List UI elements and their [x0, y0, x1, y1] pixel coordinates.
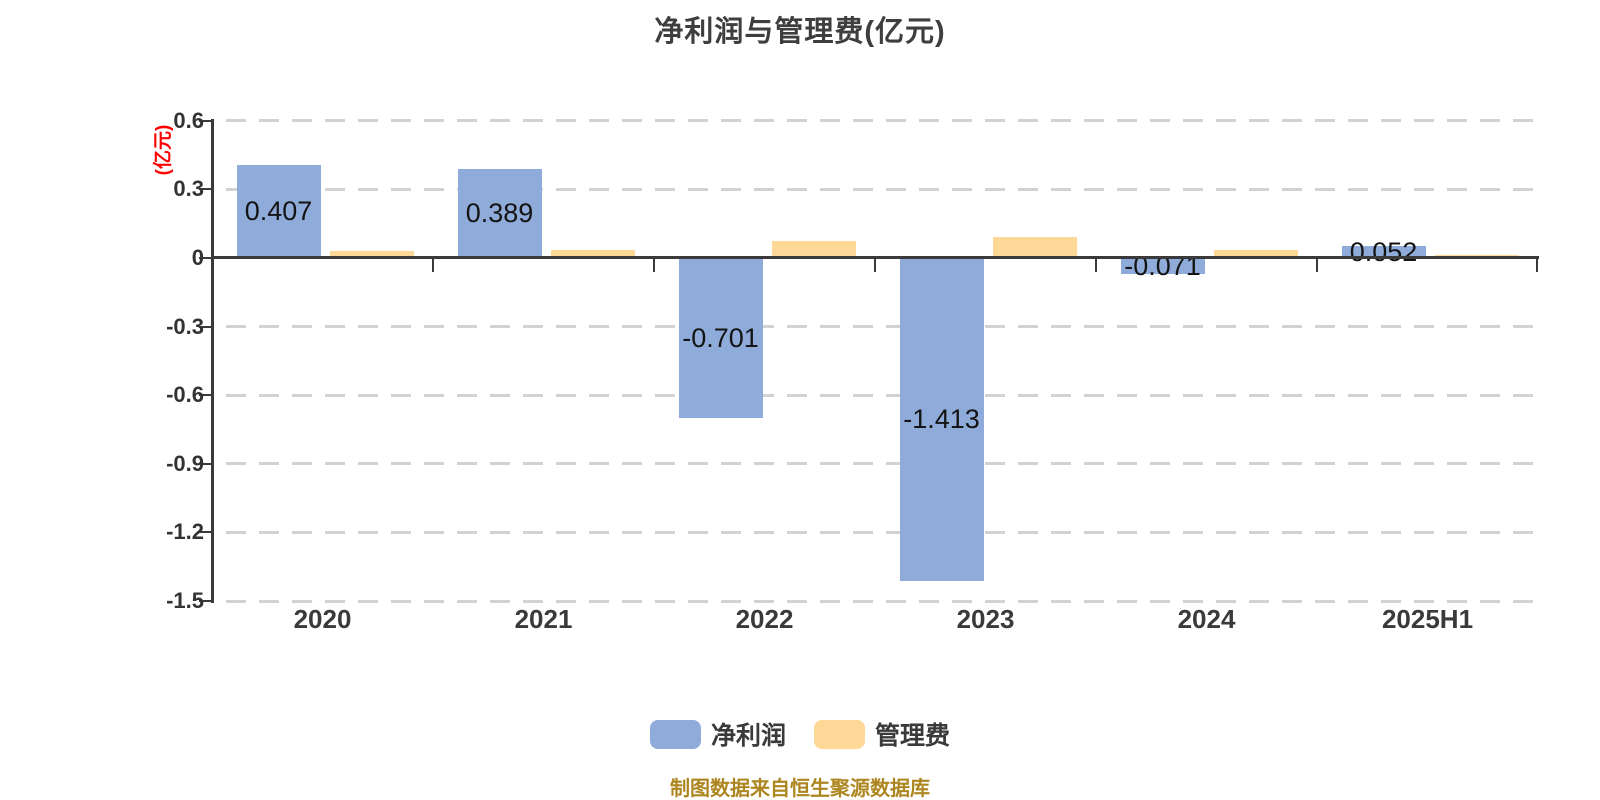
bar-net-profit-2022 [678, 258, 763, 419]
y-axis-tick [199, 325, 212, 328]
bar-net-profit-2024 [1120, 258, 1205, 275]
y-tick-label: -0.6 [166, 382, 204, 408]
bar-net-profit-2020 [236, 164, 321, 258]
y-axis-tick [199, 257, 212, 259]
x-axis-label-2023: 2023 [956, 604, 1015, 634]
y-tick-label: -0.9 [166, 450, 204, 476]
x-axis-end-tick [1536, 258, 1538, 272]
bar-net-profit-2025H1 [1341, 246, 1426, 258]
gridline-y--1.2 [226, 530, 1540, 534]
bar-net-profit-2021 [457, 169, 542, 258]
x-axis-label-2025H1: 2025H1 [1381, 604, 1474, 634]
gridline-y--0.9 [226, 462, 1540, 466]
legend-swatch-net-profit [649, 719, 701, 749]
y-axis-tick [199, 600, 212, 603]
bar-management-fee-2023 [992, 237, 1077, 258]
y-tick-label: 0.6 [173, 107, 204, 133]
chart-title: 净利润与管理费(亿元) [654, 16, 946, 48]
y-tick-label: -0.3 [166, 313, 204, 339]
x-axis-label-2021: 2021 [514, 604, 573, 634]
legend-swatch-management-fee [814, 719, 865, 749]
legend-label-management-fee: 管理费 [875, 722, 951, 750]
x-axis-category-tick [1095, 258, 1097, 272]
x-axis-label-2022: 2022 [735, 604, 794, 634]
y-axis-tick [199, 188, 212, 191]
y-axis-tick [199, 394, 212, 397]
bar-value-label-2025H1: 0.052 [1349, 236, 1418, 267]
legend-item-net-profit: 净利润 [649, 716, 786, 752]
gridline-y-0.3 [226, 187, 1540, 191]
y-tick-label: -1.2 [166, 519, 204, 545]
y-tick-label: -1.5 [166, 588, 204, 614]
gridline-y--0.3 [226, 325, 1540, 329]
bar-net-profit-2023 [899, 258, 984, 582]
x-axis-category-tick [653, 258, 655, 272]
y-axis-line [211, 119, 214, 603]
bar-management-fee-2020 [329, 250, 414, 258]
gridline-y--0.6 [226, 393, 1540, 397]
bar-value-label-2021: 0.389 [465, 198, 534, 229]
source-note: 制图数据来自恒生聚源数据库 [670, 778, 930, 800]
x-axis-category-tick [432, 258, 434, 272]
bar-value-label-2022: -0.701 [682, 322, 759, 353]
x-axis-label-2024: 2024 [1177, 604, 1236, 634]
gridline-y-0.6 [226, 119, 1540, 123]
x-axis-category-tick [874, 258, 876, 272]
legend-item-management-fee: 管理费 [814, 716, 950, 752]
y-axis-tick [199, 462, 212, 465]
bar-value-label-2023: -1.413 [903, 404, 980, 435]
y-axis-tick [199, 119, 212, 122]
y-tick-label: 0 [191, 245, 204, 270]
legend-label-net-profit: 净利润 [710, 722, 786, 750]
x-axis-zero-line [211, 256, 1539, 259]
x-axis-category-tick [1316, 258, 1318, 272]
legend: 净利润 管理费 [0, 716, 1600, 752]
x-axis-label-2020: 2020 [293, 604, 352, 634]
bar-management-fee-2021 [550, 249, 635, 258]
gridline-y--1.5 [226, 599, 1540, 603]
y-tick-label: 0.3 [173, 176, 204, 202]
bar-management-fee-2024 [1213, 249, 1298, 258]
bar-value-label-2020: 0.407 [244, 195, 313, 226]
y-axis-tick [199, 531, 212, 534]
bar-management-fee-2022 [771, 240, 856, 258]
